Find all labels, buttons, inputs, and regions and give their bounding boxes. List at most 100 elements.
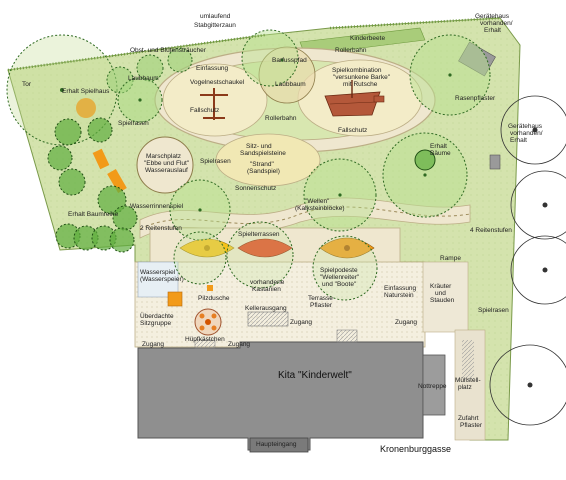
svg-text:(Wasserspeier): (Wasserspeier): [140, 276, 184, 283]
svg-text:Stabgitterzaun: Stabgitterzaun: [194, 22, 236, 29]
trees: [6, 29, 566, 426]
kellerausgang-stairs: [247, 311, 289, 327]
svg-text:Wasserauslauf: Wasserauslauf: [145, 167, 188, 174]
label-rasenpflaster: Rasenpflaster: [455, 95, 496, 102]
vogelnest-swing: [200, 88, 228, 120]
barke-ship: [324, 80, 385, 117]
label-laubbaum-3: Laubbaum: [275, 81, 306, 88]
label-reitenstufen-r: 4 Reitenstufen: [470, 227, 512, 234]
marschplatz: [136, 136, 194, 194]
svg-text:(Kalksteinblöcke): (Kalksteinblöcke): [295, 205, 345, 212]
label-kinderbeete: Kinderbeete: [350, 35, 385, 42]
label-einfassung-1: Einfassung: [196, 65, 229, 72]
label-wellen-1: "Wellen": [305, 198, 330, 205]
label-barfuss: Barfusspfad: [272, 57, 307, 64]
label-spielkombi-3: mit Rutsche: [343, 81, 378, 88]
geraetehaus-right: [489, 154, 501, 170]
svg-text:Bäume: Bäume: [430, 150, 451, 157]
svg-text:Kräuter: Kräuter: [430, 283, 452, 290]
svg-text:Erhalt: Erhalt: [484, 27, 501, 34]
label-kastanien-1: vorhandene: [250, 279, 285, 286]
label-spielrasen-2: Spielrasen: [200, 158, 231, 165]
label-strand-1: "Strand": [250, 161, 274, 168]
svg-text:Stauden: Stauden: [430, 297, 455, 304]
label-marschplatz-3: Wasserauslauf: [145, 167, 188, 174]
svg-text:vorhandene: vorhandene: [250, 279, 285, 286]
svg-text:und: und: [435, 290, 446, 297]
label-zugang-2: Zugang: [395, 319, 417, 326]
svg-text:Spielpodeste: Spielpodeste: [320, 267, 358, 274]
label-zufahrt-1: Zufahrt: [458, 415, 479, 422]
label-huepfkaestchen: Hüpfkästchen: [185, 336, 225, 343]
label-geraete-right-1: Gerätehaus: [508, 123, 543, 130]
label-einfassung-2-1: Einfassung: [384, 285, 417, 292]
sitzgruppe-orange: [167, 291, 183, 307]
svg-text:"Wellenreiter": "Wellenreiter": [320, 274, 360, 281]
label-muellstell-1: Müllstell-: [455, 377, 481, 384]
svg-text:umlaufend: umlaufend: [200, 13, 231, 20]
label-marschplatz-1: Marschplatz: [146, 153, 181, 160]
label-geraete-top-3: Erhalt: [484, 27, 501, 34]
svg-text:Kastanien: Kastanien: [252, 286, 281, 293]
label-vogelnest: Vogelnestschaukel: [190, 79, 245, 86]
label-sitzgruppe-1: Überdachte: [140, 312, 174, 320]
label-terrasse-1: Terrasse: [308, 295, 333, 302]
svg-text:Pflaster: Pflaster: [460, 422, 483, 429]
label-rollerbahn-1: Rollerbahn: [335, 47, 367, 54]
label-rollerbahn-2: Rollerbahn: [265, 115, 297, 122]
svg-text:platz: platz: [458, 384, 472, 391]
right-paving-strip: [422, 261, 469, 333]
label-haupteingang: Haupteingang: [256, 441, 297, 448]
label-muellstell-2: platz: [458, 384, 472, 391]
svg-text:"Wellen": "Wellen": [305, 198, 330, 205]
label-wellen-2: (Kalksteinblöcke): [295, 205, 345, 212]
label-wasserspiel-2: (Wasserspeier): [140, 276, 184, 283]
label-shrubs: Obst- und Blütensträucher: [130, 47, 207, 54]
label-sitzsteine-2: Sandspielsteine: [240, 150, 286, 157]
svg-text:Erhalt: Erhalt: [430, 143, 447, 150]
label-strand-2: (Sandspiel): [247, 168, 280, 175]
label-playhouse-tl: Erhalt Spielhaus: [62, 88, 110, 95]
svg-text:Sandspielsteine: Sandspielsteine: [240, 150, 286, 157]
label-kraeuter-2: und: [435, 290, 446, 297]
svg-text:mit Rutsche: mit Rutsche: [343, 81, 378, 88]
label-tor: Tor: [22, 81, 32, 88]
label-wasserrinnenspiel: Wasserrinnenspiel: [130, 203, 184, 210]
svg-text:Zufahrt: Zufahrt: [458, 415, 479, 422]
haupteingang-block: [249, 437, 309, 453]
label-geraete-right-3: Erhalt: [510, 137, 527, 144]
kita-building: [137, 341, 424, 451]
label-reitenstufen-l: 2 Reitenstufen: [140, 225, 182, 232]
label-terrasse-2: Pflaster: [310, 302, 333, 309]
svg-text:(Sandspiel): (Sandspiel): [247, 168, 280, 175]
spielterrasse-red: [237, 238, 293, 258]
svg-text:Marschplatz: Marschplatz: [146, 153, 181, 160]
label-zugang-4: Zugang: [228, 341, 250, 348]
label-pilzdusche: Pilzdusche: [198, 295, 230, 302]
label-laubbaum-1: Laubbaum: [128, 75, 159, 82]
label-spielkombi-1: Spielkombination: [332, 67, 382, 74]
svg-text:Einfassung: Einfassung: [384, 285, 417, 292]
label-kraeuter-1: Kräuter: [430, 283, 452, 290]
label-sitzsteine-1: Sitz- und: [246, 143, 272, 150]
label-marschplatz-2: "Ebbe und Flut": [144, 160, 190, 167]
strand-sand-area: [215, 133, 321, 187]
svg-text:Gerätehaus: Gerätehaus: [508, 123, 543, 130]
wasserspiel-area: [137, 261, 179, 298]
svg-text:Spielkombination: Spielkombination: [332, 67, 382, 74]
label-einfassung-2-2: Naturstein: [384, 292, 414, 299]
label-fallschutz-1: Fallschutz: [190, 107, 219, 114]
svg-text:"versunkene Barke": "versunkene Barke": [333, 74, 391, 81]
label-spielpodeste-1: Spielpodeste: [320, 267, 358, 274]
label-spielrasen-1: Spielrasen: [118, 120, 149, 127]
svg-text:"Ebbe und Flut": "Ebbe und Flut": [144, 160, 190, 167]
svg-text:Sitzgruppe: Sitzgruppe: [140, 320, 171, 327]
label-spielkombi-2: "versunkene Barke": [333, 74, 391, 81]
label-sitzgruppe-2: Sitzgruppe: [140, 320, 171, 327]
fence-hedge: [7, 16, 501, 72]
label-erhalt-baeume-1: Erhalt: [430, 143, 447, 150]
label-fence-1: umlaufend: [200, 13, 231, 20]
label-zugang-1: Zugang: [290, 319, 312, 326]
label-kraeuter-3: Stauden: [430, 297, 455, 304]
